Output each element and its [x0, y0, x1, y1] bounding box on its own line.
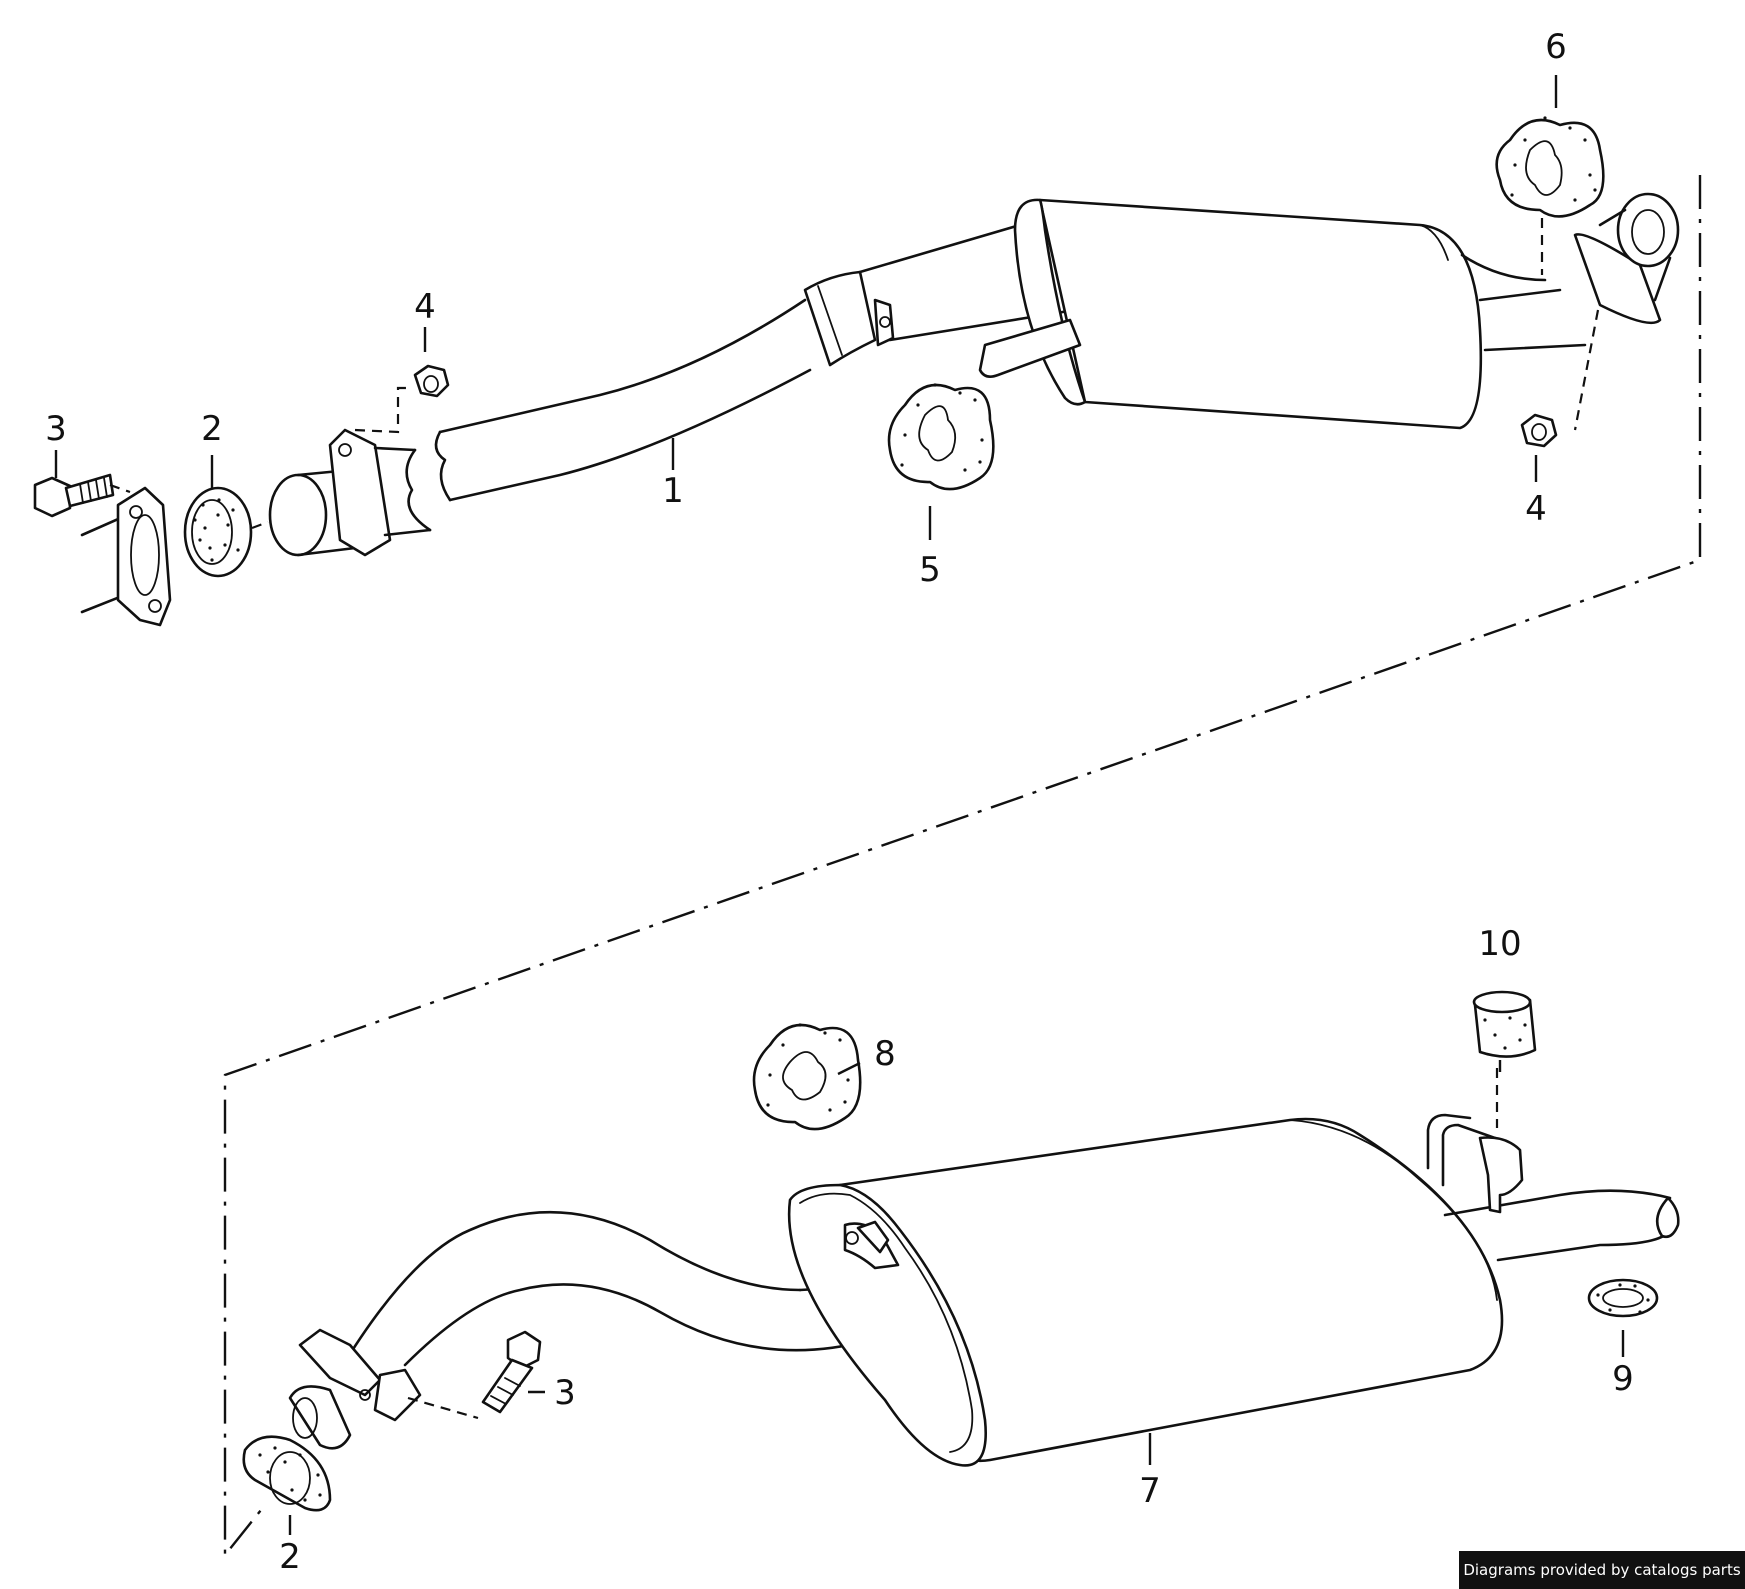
callout-9: 9 — [1612, 1359, 1634, 1399]
section-divider-line — [223, 175, 1702, 1559]
front-pipe-flange — [268, 428, 432, 557]
callout-4-upper-right: 4 — [1525, 489, 1547, 529]
rubber-hanger-8 — [752, 1023, 862, 1131]
muffler-outlet-flange — [1573, 192, 1680, 325]
callout-6: 6 — [1545, 27, 1567, 67]
callout-5: 5 — [919, 550, 941, 590]
rear-tail-pipe — [1443, 1189, 1680, 1262]
intermediate-pipe — [434, 298, 812, 502]
bolt-lower — [481, 1330, 542, 1414]
rear-hanger-bracket — [1426, 1113, 1524, 1214]
credit-badge: Diagrams provided by catalogs parts — [1459, 1551, 1745, 1589]
callout-2-lower: 2 — [279, 1537, 301, 1577]
rubber-hanger-6 — [1495, 116, 1605, 218]
callout-8: 8 — [874, 1034, 896, 1074]
rear-muffler — [787, 1117, 1504, 1467]
callout-7: 7 — [1139, 1471, 1161, 1511]
callout-3-lower: 3 — [554, 1373, 576, 1413]
leader-lines — [54, 75, 1625, 1535]
seal-ring-9 — [1587, 1278, 1659, 1318]
upstream-pipe-flange — [80, 486, 172, 627]
callout-3-upper: 3 — [45, 409, 67, 449]
rear-inlet-flange — [288, 1328, 422, 1450]
pipe-clamp — [803, 270, 895, 367]
callout-2-upper: 2 — [201, 409, 223, 449]
callout-1: 1 — [662, 471, 684, 511]
gasket-ring-upper — [183, 486, 253, 578]
gasket-ring-lower — [242, 1435, 332, 1512]
nut-upper-left — [413, 364, 450, 398]
rubber-hanger-5 — [887, 383, 995, 491]
nut-upper-right — [1520, 413, 1558, 448]
rubber-bump-stop-10 — [1472, 990, 1537, 1058]
center-muffler — [858, 198, 1587, 430]
bolt-upper — [33, 473, 115, 518]
callout-10: 10 — [1478, 924, 1521, 964]
callout-4-upper-left: 4 — [414, 287, 436, 327]
